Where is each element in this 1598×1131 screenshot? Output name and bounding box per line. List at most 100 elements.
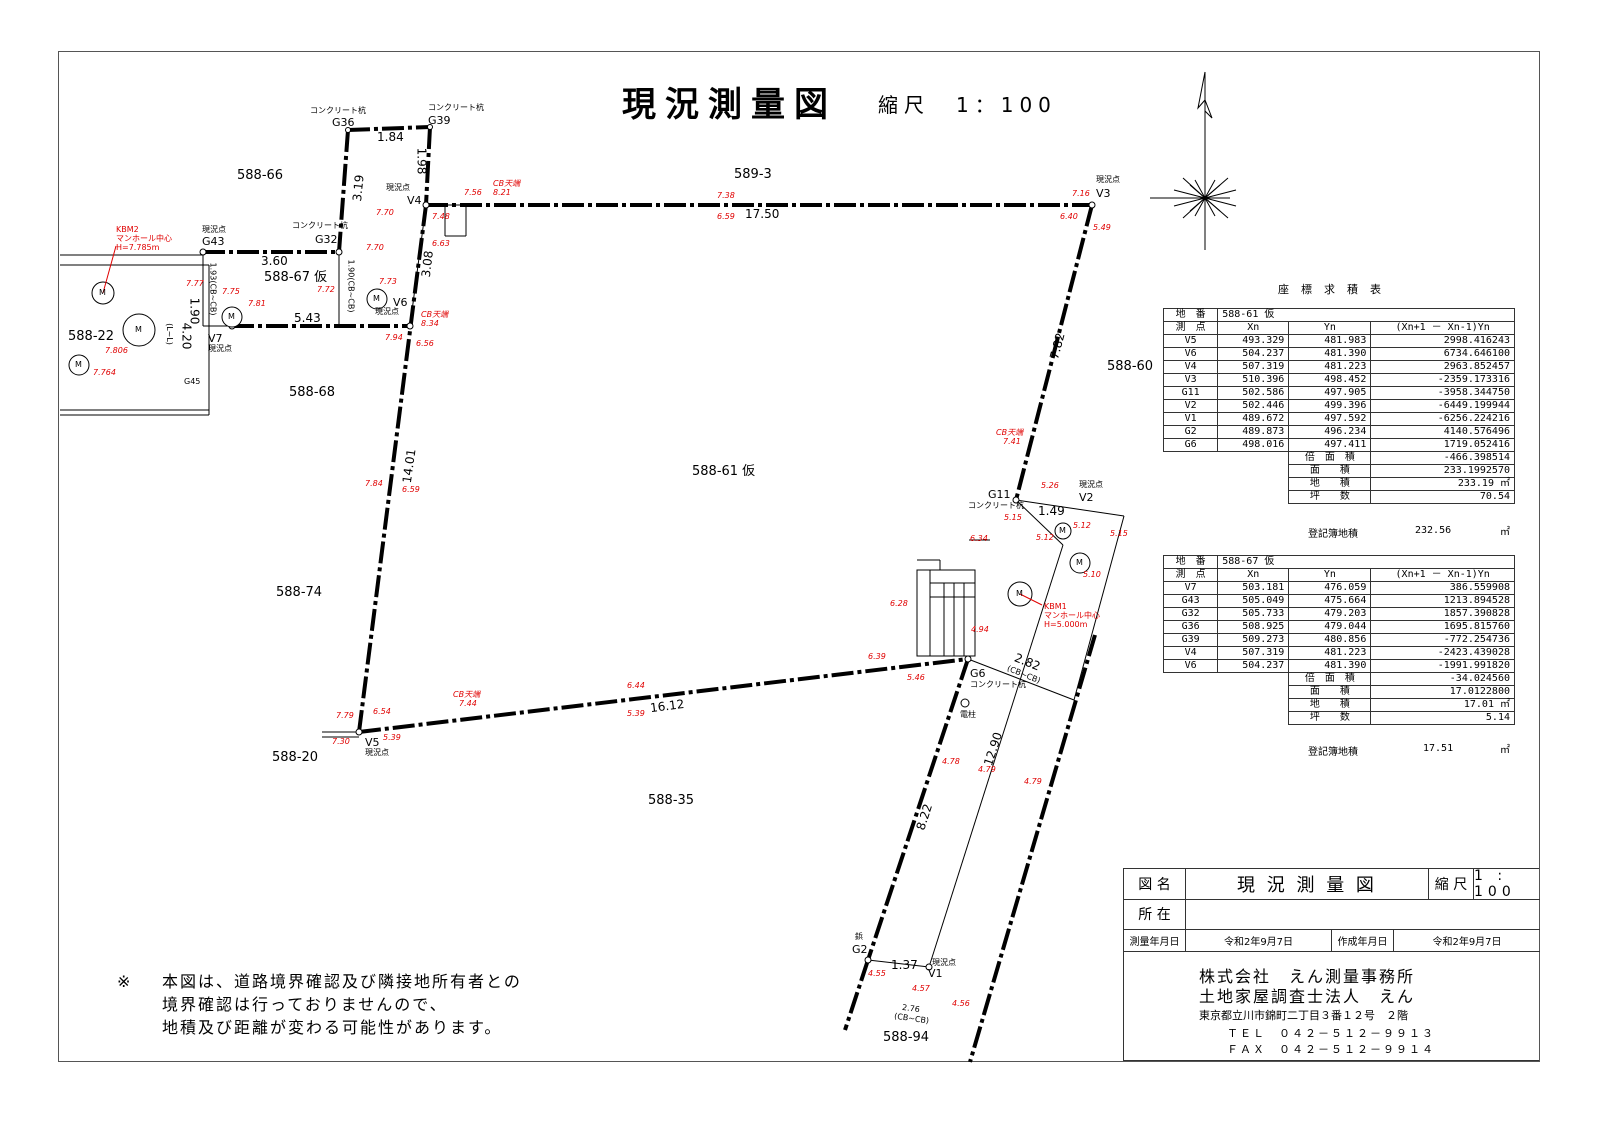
elevation: 5.39 [383, 733, 401, 742]
value-cell: 502.446 [1217, 399, 1290, 413]
elevation: 7.16 [1072, 189, 1090, 198]
point-note: 現況点 [208, 344, 232, 353]
point-cell: G36 [1162, 620, 1219, 634]
column-header: Yn [1288, 321, 1372, 335]
point-label: G11 [988, 488, 1011, 501]
boundary-g6-g2 [866, 658, 970, 961]
value-cell: 1213.894528 [1370, 594, 1515, 608]
manhole-mark: M [1059, 526, 1066, 535]
value-cell: -3958.344750 [1370, 386, 1515, 400]
sum-label: 倍 面 積 [1288, 672, 1372, 686]
elevation: 4.94 [971, 625, 989, 634]
point-note: 現況点 [365, 748, 389, 757]
column-header: 測 点 [1162, 321, 1219, 335]
elevation: 7.44 [459, 699, 477, 708]
lot-label: 588-35 [648, 793, 695, 808]
value-cell: 2963.852457 [1370, 360, 1515, 374]
point-cell: V5 [1162, 334, 1219, 348]
value-cell: 503.181 [1217, 581, 1290, 595]
blank-cell [1164, 673, 1289, 686]
table-title: 座標求積表 [1278, 283, 1393, 296]
value-cell: -772.254736 [1370, 633, 1515, 647]
elevation: 6.63 [432, 239, 450, 248]
kbm-label: H=7.785m [116, 243, 160, 252]
point-note: 現況点 [932, 958, 956, 967]
value-cell: 498.016 [1217, 438, 1290, 452]
elevation: 7.70 [376, 208, 394, 217]
elevation: 8.21 [493, 188, 511, 197]
value-cell: 496.234 [1288, 425, 1372, 439]
point-cell: G2 [1162, 425, 1219, 439]
value-cell: 476.059 [1288, 581, 1372, 595]
manhole [221, 306, 243, 328]
elevation: 5.46 [907, 673, 925, 682]
value-cell: -1991.991820 [1370, 659, 1515, 673]
sum-row: 倍 面 積-34.024560 [1164, 672, 1515, 686]
shukushaku: 1 : 100 [1474, 868, 1516, 900]
zumei-label: 図 名 [1124, 869, 1186, 899]
sum-label: 坪 数 [1288, 490, 1372, 504]
shukushaku-label: 縮 尺 [1429, 869, 1474, 899]
value-cell: 1719.052416 [1370, 438, 1515, 452]
elevation-note: CB天端 [493, 179, 521, 188]
scale-label: 縮尺 1：100 [878, 93, 1057, 117]
dimension: 4.20 [179, 322, 194, 350]
point-note: コンクリート杭 [428, 103, 484, 112]
point-note: 鋲 [855, 932, 863, 941]
point-note: コンクリート杭 [292, 221, 348, 230]
value-cell: 507.319 [1217, 646, 1290, 660]
boundary-g36-g32 [337, 129, 350, 253]
elevation: 4.55 [868, 969, 886, 978]
value-cell: 481.223 [1288, 360, 1372, 374]
value-cell: 481.223 [1288, 646, 1372, 660]
point-note: 現況点 [1096, 175, 1120, 184]
sum-label: 面 積 [1288, 464, 1372, 478]
elevation-note: CB天端 [996, 428, 1024, 437]
elevation: 5.49 [1093, 223, 1111, 232]
elevation: 4.79 [978, 765, 996, 774]
north-arrow [1150, 71, 1237, 250]
point-note: 電柱 [960, 710, 976, 719]
value-cell: 498.452 [1288, 373, 1372, 387]
elevation: 7.72 [317, 285, 335, 294]
value-cell: 1695.815760 [1370, 620, 1515, 634]
elevation: 6.54 [373, 707, 391, 716]
note-mark: ※ [117, 972, 133, 991]
point-label: V6 [393, 296, 408, 309]
sakusei-date: 令和2年9月7日 [1432, 936, 1502, 948]
value-cell: -6256.224216 [1370, 412, 1515, 426]
lot-label: 588-61 仮 [692, 464, 756, 479]
shozai-label: 所 在 [1124, 899, 1186, 929]
note-line: 境界確認は行っておりませんので、 [162, 995, 448, 1014]
lot-label: 588-60 [1107, 359, 1154, 374]
kbm-label: マンホール中心 [1044, 611, 1100, 620]
point-note: 現況点 [1079, 480, 1103, 489]
value-cell: -6449.199944 [1370, 399, 1515, 413]
elevation: 7.38 [717, 191, 735, 200]
column-header: Yn [1288, 568, 1372, 582]
point-label: V3 [1096, 187, 1111, 200]
elevation: 6.44 [627, 681, 645, 690]
note-line: 地積及び距離が変わる可能性があります。 [162, 1018, 503, 1037]
point-note: コンクリート杭 [968, 501, 1024, 510]
company-name-2: 土地家屋調査士法人 えん [1199, 987, 1416, 1006]
value-cell: 479.044 [1288, 620, 1372, 634]
elevation: 5.39 [627, 709, 645, 718]
manhole-mark: M [228, 312, 235, 321]
reg-label: 登記簿地積 [1308, 747, 1358, 758]
lot-label: 588-74 [276, 585, 323, 600]
point-note: 現況点 [202, 225, 226, 234]
drawing-frame [58, 51, 1540, 1062]
point-cell: G39 [1162, 633, 1219, 647]
elevation: 5.26 [1041, 481, 1059, 490]
lot-label: 588-20 [272, 750, 319, 765]
